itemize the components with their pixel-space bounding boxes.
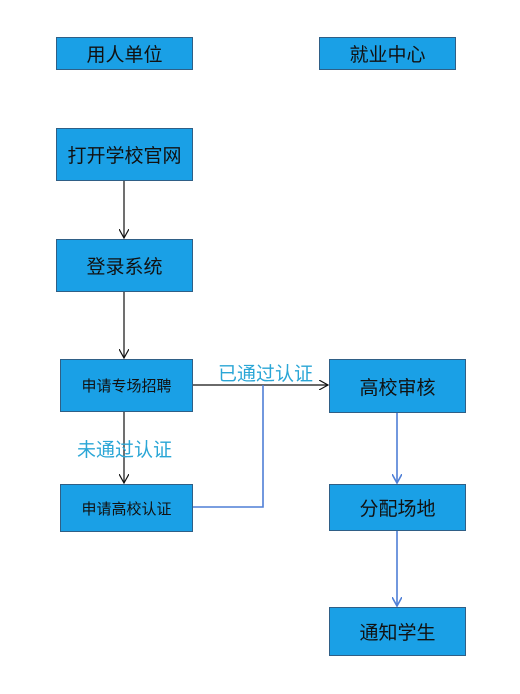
- column-header-left: 用人单位: [56, 37, 193, 70]
- node-school-review: 高校审核: [329, 359, 466, 413]
- node-assign-venue: 分配场地: [329, 484, 466, 531]
- node-open-site: 打开学校官网: [56, 128, 193, 181]
- edge-label-not-certified: 未通过认证: [77, 439, 173, 461]
- column-header-right: 就业中心: [319, 37, 456, 70]
- node-notify-students: 通知学生: [329, 607, 466, 656]
- node-apply-job: 申请专场招聘: [60, 359, 193, 412]
- connector-apply-cert-to-review: [193, 385, 264, 508]
- edge-label-certified: 已通过认证: [218, 363, 314, 385]
- node-login: 登录系统: [56, 239, 193, 292]
- node-apply-cert: 申请高校认证: [60, 484, 193, 532]
